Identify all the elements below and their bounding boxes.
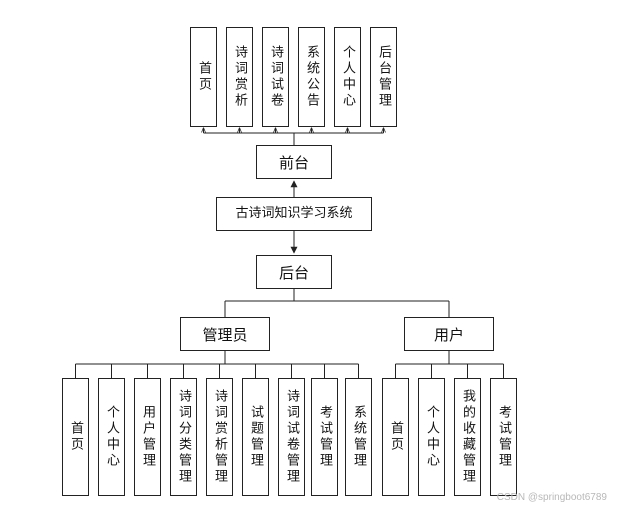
user-module-exam-management: 考试管理	[490, 378, 517, 496]
watermark: CSDN @springboot6789	[496, 492, 607, 503]
front-module-announcement: 系统公告	[298, 27, 325, 127]
user-module-home: 首页	[382, 378, 409, 496]
admin-node: 管理员	[180, 317, 270, 351]
user-module-favorites-management: 我的收藏管理	[454, 378, 481, 496]
front-module-personal-center: 个人中心	[334, 27, 361, 127]
admin-module-poem-appreciation-management: 诗词赏析管理	[206, 378, 233, 496]
back-node: 后台	[256, 255, 332, 289]
front-module-poem-appreciation: 诗词赏析	[226, 27, 253, 127]
admin-module-exam-paper-management: 诗词试卷管理	[278, 378, 305, 496]
admin-module-system-management: 系统管理	[345, 378, 372, 496]
user-module-personal-center: 个人中心	[418, 378, 445, 496]
admin-module-exam-management: 考试管理	[311, 378, 338, 496]
connector-lines	[75, 128, 504, 378]
system-node: 古诗词知识学习系统	[216, 197, 372, 231]
front-module-poem-exam: 诗词试卷	[262, 27, 289, 127]
admin-module-question-management: 试题管理	[242, 378, 269, 496]
admin-module-personal-center: 个人中心	[98, 378, 125, 496]
front-module-backend-admin: 后台管理	[370, 27, 397, 127]
admin-module-poem-category-management: 诗词分类管理	[170, 378, 197, 496]
user-node: 用户	[404, 317, 494, 351]
front-module-home: 首页	[190, 27, 217, 127]
front-node: 前台	[256, 145, 332, 179]
admin-module-user-management: 用户管理	[134, 378, 161, 496]
admin-module-home: 首页	[62, 378, 89, 496]
